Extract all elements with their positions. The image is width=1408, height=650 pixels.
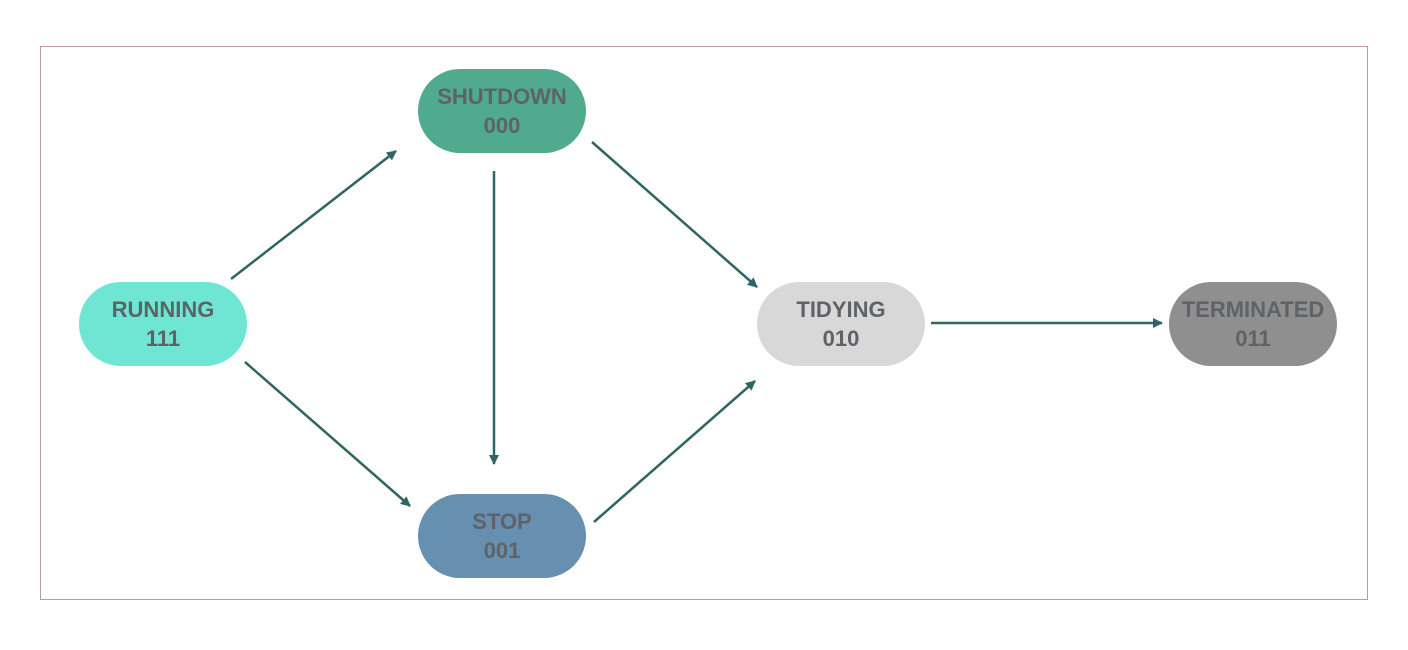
node-shutdown-name: SHUTDOWN — [437, 84, 567, 109]
node-running-code: 111 — [145, 326, 181, 351]
node-shutdown: SHUTDOWN 000 — [418, 69, 586, 153]
node-shutdown-code: 000 — [483, 113, 521, 138]
node-running-name: RUNNING — [111, 297, 215, 322]
node-tidying-name: TIDYING — [796, 297, 886, 322]
node-stop-code: 001 — [483, 538, 521, 563]
node-stop-name: STOP — [472, 509, 532, 534]
node-stop: STOP 001 — [418, 494, 586, 578]
node-tidying-code: 010 — [822, 326, 860, 351]
node-terminated: TERMINATED 011 — [1169, 282, 1337, 366]
node-terminated-name: TERMINATED — [1181, 297, 1325, 322]
node-tidying: TIDYING 010 — [757, 282, 925, 366]
node-terminated-code: 011 — [1235, 326, 1271, 351]
node-running: RUNNING 111 — [79, 282, 247, 366]
